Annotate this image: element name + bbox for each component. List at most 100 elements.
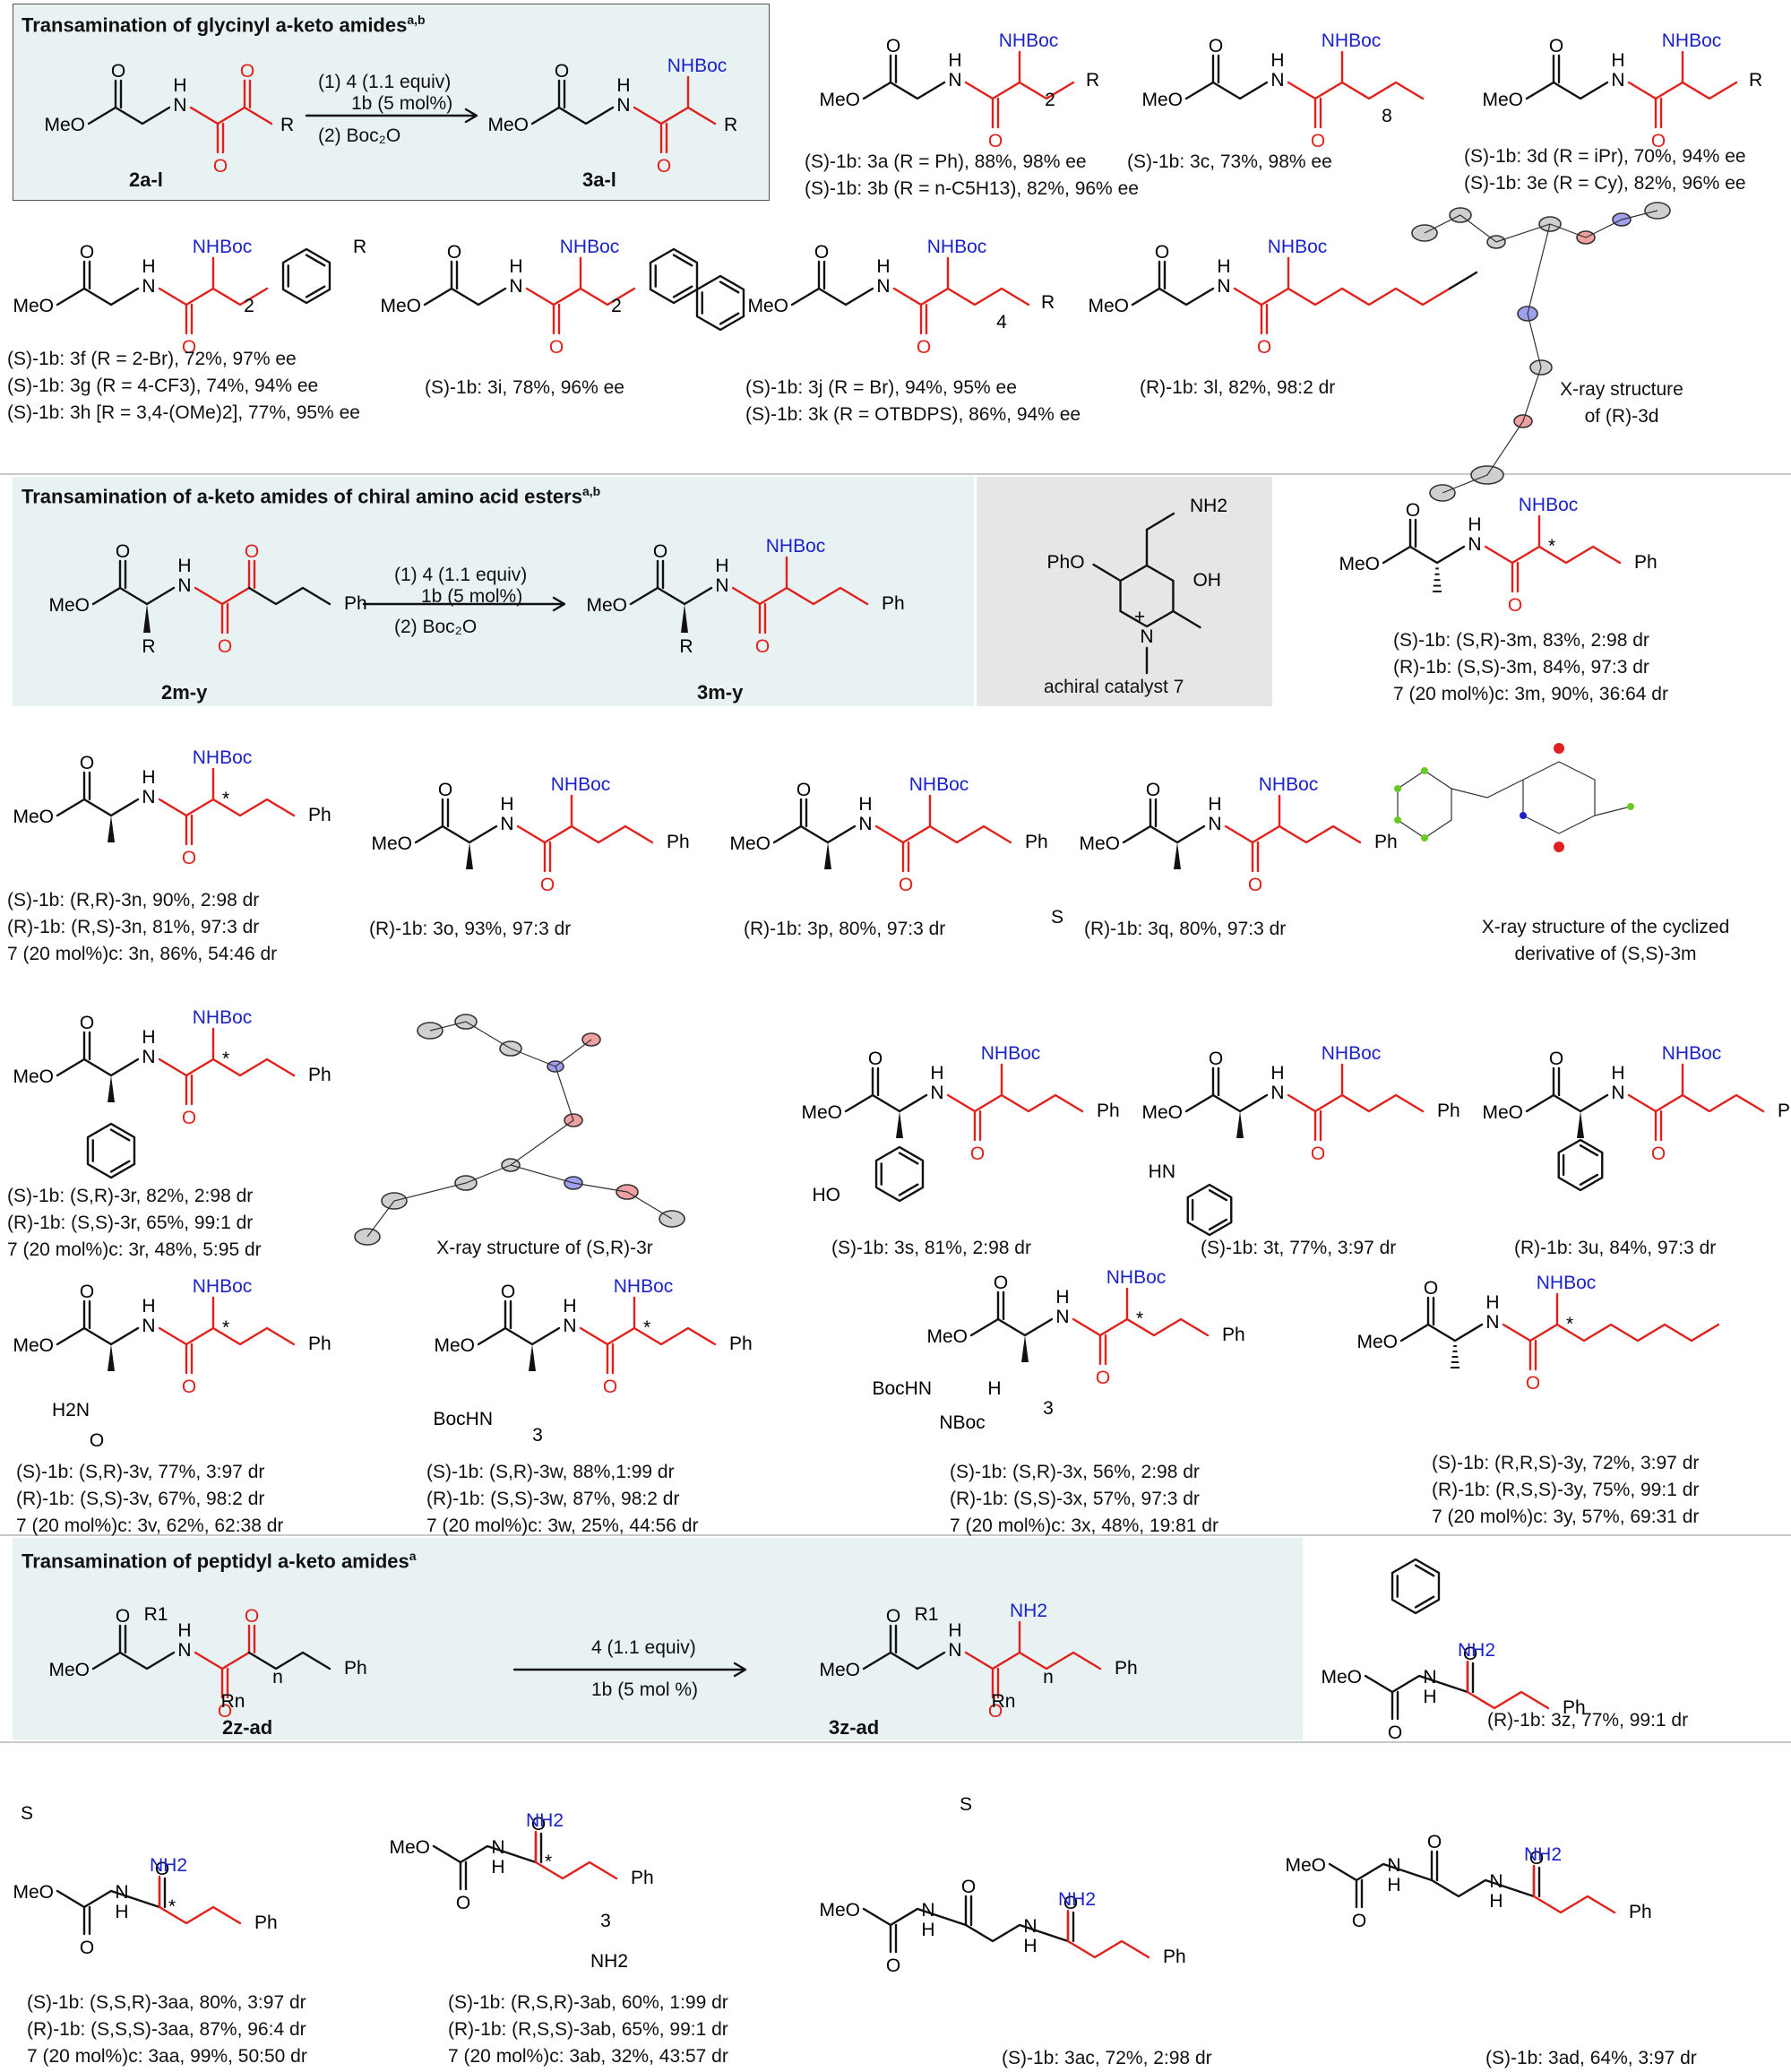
amide-H: H (948, 1620, 961, 1641)
R-group: R (679, 636, 693, 657)
separator-3 (0, 1741, 1791, 1743)
carbonyl-O: O (653, 541, 667, 562)
methoxy-label: MeO (1321, 1667, 1362, 1688)
methoxy-label: MeO (1482, 1102, 1523, 1123)
s2-cond1: (1) 4 (1.1 equiv) (394, 565, 528, 585)
caption-3f: (S)-1b: 3f (R = 2-Br), 72%, 97% ee(S)-1b… (7, 346, 360, 427)
phenyl-label: Ph (667, 832, 690, 852)
caption-3q: (R)-1b: 3q, 80%, 97:3 dr (1084, 916, 1286, 943)
amide-H: H (115, 1902, 128, 1922)
catalyst-7-label: achiral catalyst 7 (1044, 677, 1184, 697)
carbonyl-O: O (886, 36, 900, 56)
caption-line: (R)-1b: 3u, 84%, 97:3 dr (1514, 1238, 1717, 1258)
amide-N: N (1023, 1916, 1037, 1937)
methoxy-label: MeO (801, 1102, 842, 1123)
caption-line: (S)-1b: (S,R)-3x, 56%, 2:98 dr (950, 1462, 1200, 1482)
amide-N: N (1489, 1871, 1503, 1892)
s3-cond2: 1b (5 mol %) (591, 1679, 699, 1700)
amide-H: H (1270, 1063, 1284, 1083)
subscript-8: 8 (1382, 106, 1392, 126)
caption-3l: (R)-1b: 3l, 82%, 98:2 dr (1140, 375, 1335, 401)
amide-H: H (1611, 50, 1624, 71)
section3-header: Transamination of peptidyl a-keto amides… (22, 1549, 417, 1573)
carbonyl-O: O (555, 61, 569, 82)
amide-O: O (1651, 1144, 1666, 1164)
carbonyl-O: O (1209, 36, 1223, 56)
caption-3a: (S)-1b: 3a (R = Ph), 88%, 98% ee(S)-1b: … (805, 149, 1139, 203)
caption-line: (S)-1b: 3a (R = Ph), 88%, 98% ee (805, 151, 1087, 172)
caption-line: (S)-1b: 3c, 73%, 98% ee (1127, 151, 1332, 172)
amide-H: H (563, 1296, 576, 1317)
amide-H: H (1023, 1936, 1037, 1956)
caption-line: (S)-1b: 3s, 81%, 2:98 dr (831, 1238, 1031, 1258)
R-group: R (1041, 292, 1055, 313)
caption-line: (R)-1b: 3q, 80%, 97:3 dr (1084, 919, 1287, 939)
s1-substrate-label: 2a-l (129, 168, 163, 191)
subscript-n: n (272, 1667, 283, 1688)
separator-1 (0, 473, 1791, 475)
carbonyl-O: O (1424, 1278, 1438, 1299)
caption-line: (R)-1b: (S,S,S)-3aa, 87%, 96:4 dr (27, 2019, 306, 2040)
amide-N: N (500, 814, 513, 834)
caption-3t: (S)-1b: 3t, 77%, 3:97 dr (1201, 1235, 1396, 1262)
methoxy-label: MeO (389, 1837, 430, 1858)
amide-O: O (917, 337, 931, 358)
NHBoc-label: NH2 (1458, 1640, 1495, 1661)
caption-3m: (S)-1b: (S,R)-3m, 83%, 2:98 dr(R)-1b: (S… (1393, 627, 1668, 708)
amide-H: H (1217, 256, 1230, 277)
caption-line: (S)-1b: (R,R)-3n, 90%, 2:98 dr (7, 890, 260, 911)
amide-N: N (948, 1640, 961, 1661)
carbonyl-O: O (961, 1877, 976, 1897)
methoxy-label: MeO (487, 115, 529, 135)
R-group: R (1749, 70, 1762, 91)
caption-3ac: (S)-1b: 3ac, 72%, 2:98 dr (1002, 2045, 1212, 2072)
stereo-star: * (1566, 1314, 1573, 1334)
reaction-arrow-2 (362, 596, 566, 612)
amide-N: N (142, 276, 155, 297)
methoxy-label: MeO (371, 833, 412, 854)
phenyl-label: Ph (1374, 832, 1398, 852)
amide-NH2: H2N (52, 1400, 90, 1420)
R-group: R (280, 115, 294, 135)
phenyl-label: Ph (308, 1065, 332, 1085)
caption-line: of (R)-3d (1584, 406, 1659, 427)
NHBoc-label: NH2 (150, 1855, 187, 1876)
subscript-4: 4 (996, 312, 1007, 332)
amide-N: N (563, 1316, 576, 1336)
methoxy-label: MeO (1088, 296, 1129, 316)
amide-H: H (930, 1063, 943, 1083)
subscript-3: 3 (1043, 1398, 1054, 1419)
caption-3o: (R)-1b: 3o, 93%, 97:3 dr (369, 916, 571, 943)
s2-product-label: 3m-y (697, 681, 744, 704)
stereo-star: * (222, 1049, 229, 1069)
amide-N: N (1217, 276, 1230, 297)
amide-O: O (182, 1377, 196, 1397)
amide-N: N (177, 575, 191, 596)
NHBoc-label: NHBoc (766, 536, 826, 557)
caption-3u: (R)-1b: 3u, 84%, 97:3 dr (1514, 1235, 1716, 1262)
caption-line: X-ray structure (1560, 379, 1683, 400)
caption-line: (R)-1b: (S,S)-3r, 65%, 99:1 dr (7, 1213, 254, 1233)
caption-line: (S)-1b: 3ac, 72%, 2:98 dr (1002, 2048, 1212, 2068)
caption-line: (R)-1b: (S,S)-3v, 67%, 98:2 dr (16, 1489, 265, 1509)
subscript-3: 3 (532, 1425, 543, 1446)
methoxy-label: MeO (819, 1900, 860, 1921)
NHBoc-label: NHBoc (560, 237, 620, 257)
amide-O: O (988, 1701, 1003, 1722)
amide-O: O (755, 636, 770, 657)
caption-3w: (S)-1b: (S,R)-3w, 88%,1:99 dr(R)-1b: (S,… (426, 1459, 699, 1540)
section2-panel (13, 477, 974, 706)
caption-3ad: (S)-1b: 3ad, 64%, 3:97 dr (1485, 2045, 1697, 2072)
amide-O: O (182, 848, 196, 868)
NHBoc-label: NHBoc (193, 1276, 253, 1297)
amide-O: O (988, 131, 1003, 151)
caption-3i: (S)-1b: 3i, 78%, 96% ee (425, 375, 624, 401)
